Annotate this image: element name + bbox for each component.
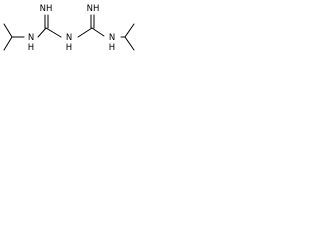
bond-right-methyl-upper <box>124 23 135 38</box>
amine-right-n-label: N <box>109 33 115 43</box>
bond-left-methyl-upper <box>3 23 13 38</box>
imine-right-label: NH <box>87 4 100 14</box>
imine-left-label: NH <box>40 4 53 14</box>
bond-left-n-c <box>37 27 47 38</box>
amine-left-n-label: N <box>28 33 34 43</box>
central-n-label: N <box>66 33 72 43</box>
amine-right-h-label: H <box>109 43 115 53</box>
amine-left-h-label: H <box>28 43 34 53</box>
bond-right-c-n <box>91 27 105 37</box>
bond-left-methyl-lower <box>3 36 13 51</box>
bond-central-n-right-c <box>77 27 93 38</box>
central-h-label: H <box>66 43 72 53</box>
bond-left-c-central-n <box>45 27 62 38</box>
structure-diagram: NH NH N H N H N H <box>3 4 135 53</box>
bond-right-methyl-lower <box>124 36 135 51</box>
